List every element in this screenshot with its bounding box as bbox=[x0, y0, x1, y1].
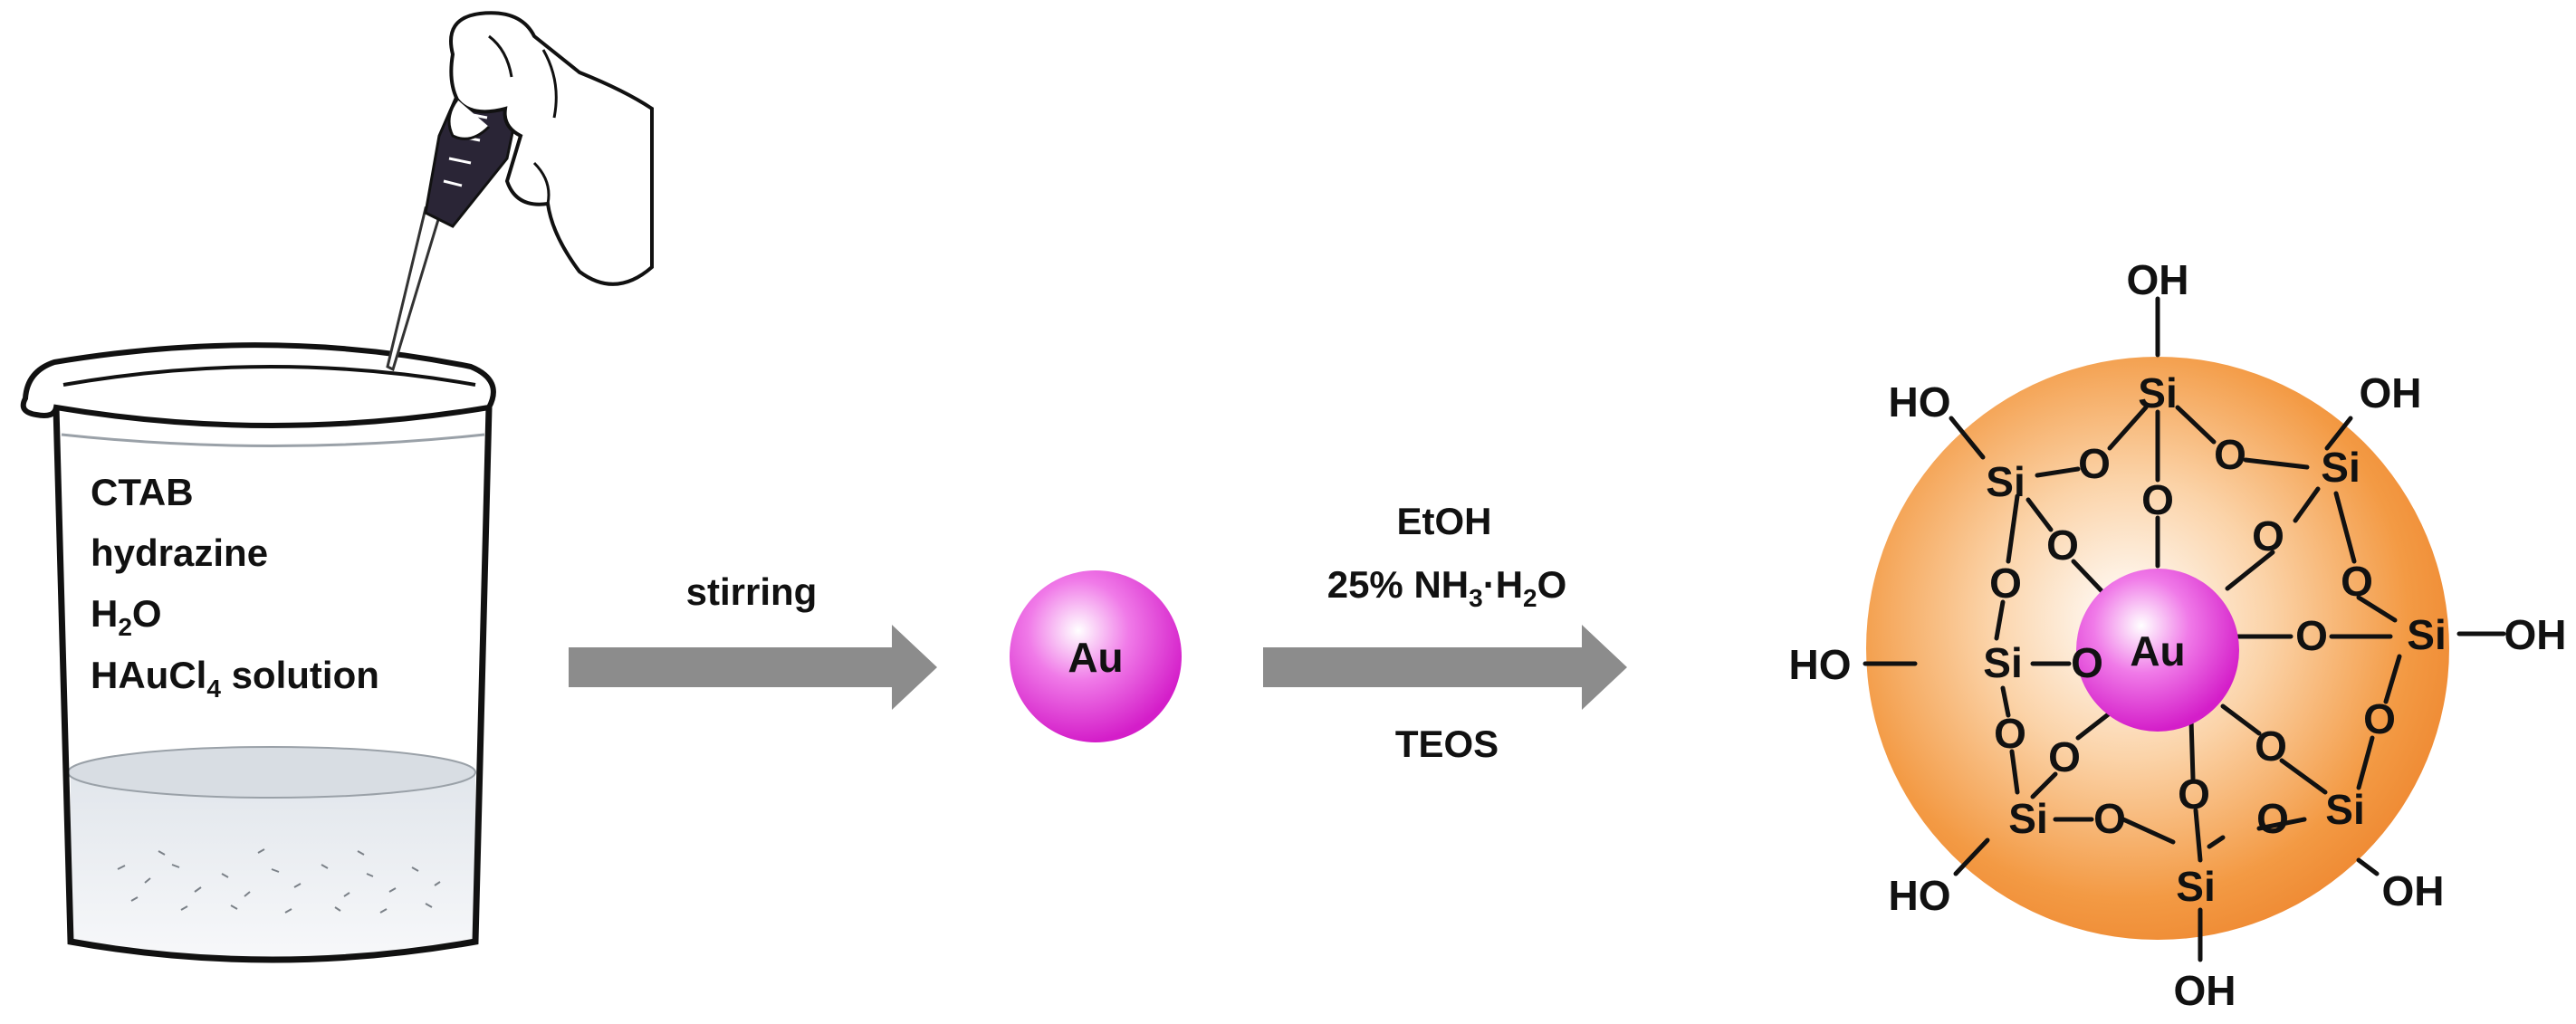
gold-nanoparticle: Au bbox=[1010, 570, 1182, 742]
beaker bbox=[20, 342, 496, 963]
o-atom: O bbox=[2252, 512, 2284, 560]
o-atom: O bbox=[1994, 710, 2026, 757]
reagent-ctab: CTAB bbox=[91, 471, 194, 513]
beaker-graduation bbox=[61, 433, 485, 447]
hydroxyl-groups: OH HO OH HO OH HO OH OH bbox=[1789, 256, 2567, 1014]
gold-core-label: Au bbox=[2130, 627, 2185, 675]
si-atom: Si bbox=[2321, 444, 2360, 491]
beaker-rim bbox=[20, 342, 496, 428]
beaker-body bbox=[53, 407, 493, 963]
core-shell-particle: Au Si Si Si Si Si Si Si Si O O O O O O O… bbox=[1789, 256, 2567, 1014]
o-atom: O bbox=[2214, 431, 2246, 478]
o-atom: O bbox=[2078, 440, 2111, 487]
oh-group: HO bbox=[1789, 641, 1852, 688]
oh-group: OH bbox=[2360, 369, 2422, 416]
si-atom: Si bbox=[2138, 369, 2177, 416]
reaction-arrow-1 bbox=[569, 625, 937, 710]
o-atom: O bbox=[2363, 695, 2396, 742]
reagent-haucl4: HAuCl4 solution bbox=[91, 654, 379, 703]
step2-precursor: TEOS bbox=[1395, 723, 1499, 765]
glove-icon bbox=[449, 11, 654, 286]
oh-group: OH bbox=[2504, 611, 2567, 658]
step2-base: 25% NH3·H2O bbox=[1327, 563, 1567, 612]
liquid-particles bbox=[117, 848, 441, 914]
pipette-tip bbox=[386, 206, 442, 372]
si-atom: Si bbox=[2407, 611, 2446, 658]
reagent-hydrazine: hydrazine bbox=[91, 531, 268, 574]
gold-core bbox=[2076, 569, 2239, 732]
silicon-atoms: Si Si Si Si Si Si Si Si bbox=[1983, 369, 2446, 910]
oh-group: HO bbox=[1889, 872, 1951, 919]
si-atom: Si bbox=[1983, 639, 2022, 686]
gold-particle-label: Au bbox=[1068, 634, 1123, 681]
reagent-water: H2O bbox=[91, 592, 162, 641]
si-atom: Si bbox=[2008, 795, 2047, 842]
o-atom: O bbox=[2341, 558, 2373, 605]
o-atom: O bbox=[2071, 639, 2103, 686]
o-atom: O bbox=[2255, 723, 2287, 770]
o-atom: O bbox=[2295, 612, 2328, 659]
o-atom: O bbox=[2046, 522, 2079, 569]
oxygen-atoms: O O O O O O O O O O O O O O O O bbox=[1989, 431, 2396, 842]
step2-solvent: EtOH bbox=[1397, 500, 1492, 542]
si-atom: Si bbox=[2176, 863, 2215, 910]
oh-group: OH bbox=[2382, 867, 2445, 914]
reaction-arrow-2 bbox=[1263, 625, 1627, 710]
pipette-with-gloved-hand bbox=[386, 11, 654, 372]
o-atom: O bbox=[1989, 560, 2022, 607]
si-atom: Si bbox=[2325, 786, 2364, 833]
liquid-surface bbox=[67, 746, 476, 799]
beaker-rim-inner bbox=[62, 365, 476, 387]
o-atom: O bbox=[2256, 795, 2289, 842]
o-atom: O bbox=[2178, 770, 2210, 818]
o-atom: O bbox=[2141, 476, 2174, 523]
o-atom: O bbox=[2048, 733, 2081, 780]
oh-group: HO bbox=[1889, 378, 1951, 426]
beaker-liquid bbox=[71, 756, 475, 958]
o-atom: O bbox=[2093, 795, 2126, 842]
oh-group: OH bbox=[2127, 256, 2189, 303]
step1-condition: stirring bbox=[686, 570, 818, 613]
si-atom: Si bbox=[1986, 458, 2025, 505]
oh-group: OH bbox=[2174, 967, 2236, 1014]
